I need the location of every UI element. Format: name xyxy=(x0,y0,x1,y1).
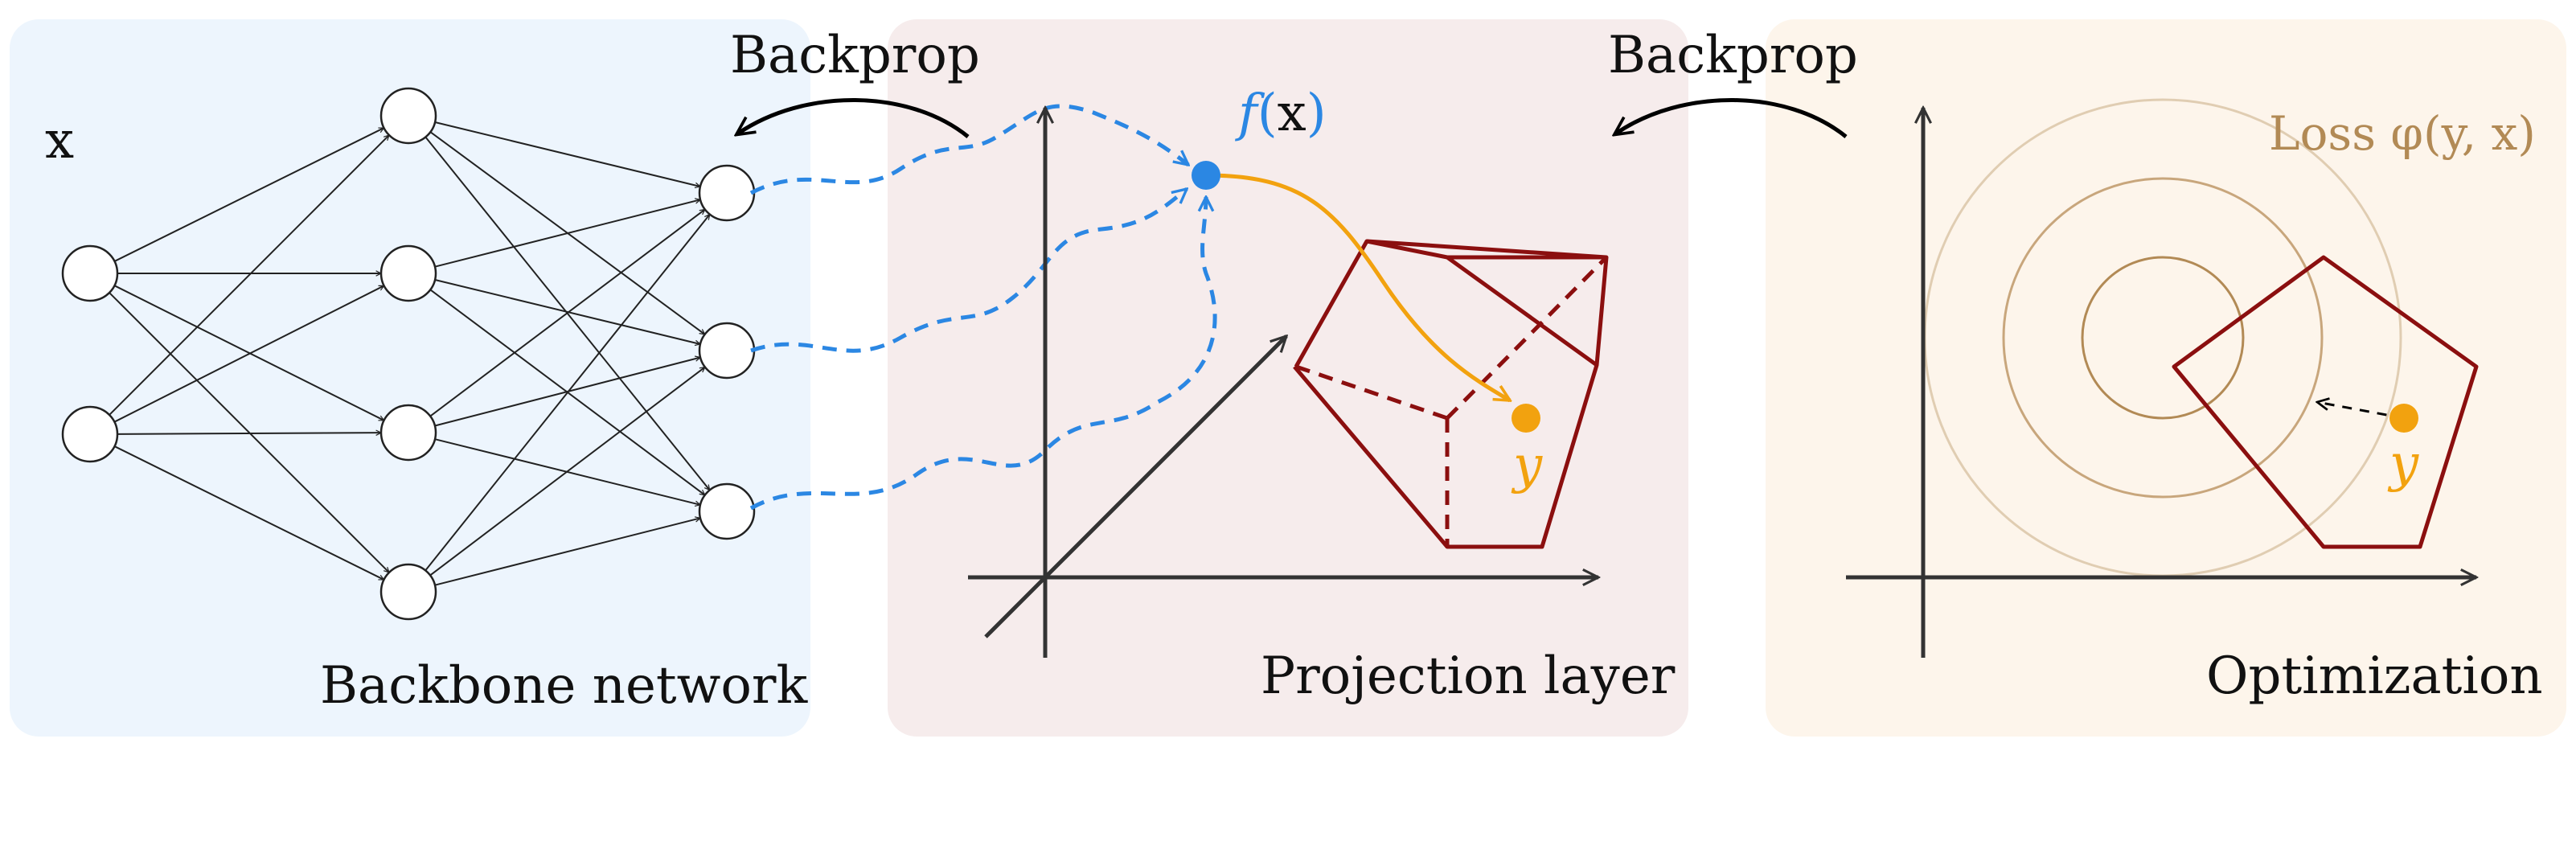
projection-polytope xyxy=(1293,239,1609,549)
f-x-point xyxy=(1192,161,1220,190)
loss-contour-middle xyxy=(2002,177,2324,499)
neuron-layer0-0 xyxy=(61,244,119,302)
projection-curve xyxy=(1205,173,1510,403)
network-edge-1-1-0 xyxy=(434,199,700,268)
projection-label: Projection layer xyxy=(1261,646,1676,706)
feasible-pentagon xyxy=(2172,255,2479,549)
backprop-arrow-2 xyxy=(1616,98,1848,138)
optimization-panel xyxy=(1766,19,2566,737)
descent-arrow xyxy=(2317,402,2405,420)
loss-label: Loss φ(y, x) xyxy=(2269,106,2536,161)
f-x-label: f(x) xyxy=(1235,84,1327,143)
backprop-label-1: Backprop xyxy=(730,26,980,85)
network-edge-1-0-0 xyxy=(434,121,700,187)
network-edges xyxy=(109,121,710,586)
neuron-layer1-1 xyxy=(379,244,437,302)
optimization-y-label: y xyxy=(2387,434,2419,494)
projection-z-axis xyxy=(984,336,1286,638)
embedding-path-2 xyxy=(750,189,1187,353)
network-edge-0-1-1 xyxy=(113,285,384,423)
neuron-layer0-1 xyxy=(61,405,119,463)
polytope-hidden-edge-2 xyxy=(1446,256,1608,420)
projection-panel xyxy=(888,19,1688,737)
embedding-paths xyxy=(749,104,1217,511)
optimization-axes xyxy=(1846,108,2476,658)
network-edge-0-0-0 xyxy=(114,127,384,262)
network-edge-1-3-2 xyxy=(434,518,700,586)
neuron-layer2-0 xyxy=(698,164,756,222)
backbone-panel xyxy=(10,19,810,737)
network-edge-1-3-0 xyxy=(425,215,710,572)
projected-y-point xyxy=(1512,404,1540,433)
backprop-arrow-1 xyxy=(738,98,970,138)
network-edge-0-1-2 xyxy=(117,433,381,434)
neuron-layer2-1 xyxy=(698,322,756,380)
embedding-path-3 xyxy=(749,197,1217,511)
network-edge-1-3-1 xyxy=(429,367,705,577)
polytope-hidden-edge-1 xyxy=(1295,364,1448,421)
optimization-y-point xyxy=(2389,404,2418,433)
neuron-layer1-0 xyxy=(379,87,437,145)
network-edge-0-1-0 xyxy=(109,135,389,416)
network-nodes xyxy=(61,87,756,621)
optimization-label: Optimization xyxy=(2206,646,2543,706)
input-label: x xyxy=(45,111,74,170)
projection-axes xyxy=(968,108,1598,658)
neuron-layer1-3 xyxy=(379,563,437,621)
embedding-path-1 xyxy=(749,104,1188,195)
projected-y-label: y xyxy=(1511,436,1543,495)
backbone-label: Backbone network xyxy=(320,656,808,716)
neuron-layer2-2 xyxy=(698,482,756,540)
neuron-layer1-2 xyxy=(379,404,437,462)
backprop-label-2: Backprop xyxy=(1608,26,1858,85)
network-edge-0-1-3 xyxy=(114,445,384,581)
network-edge-1-2-0 xyxy=(429,209,705,417)
loss-contour-inner xyxy=(2081,256,2245,420)
